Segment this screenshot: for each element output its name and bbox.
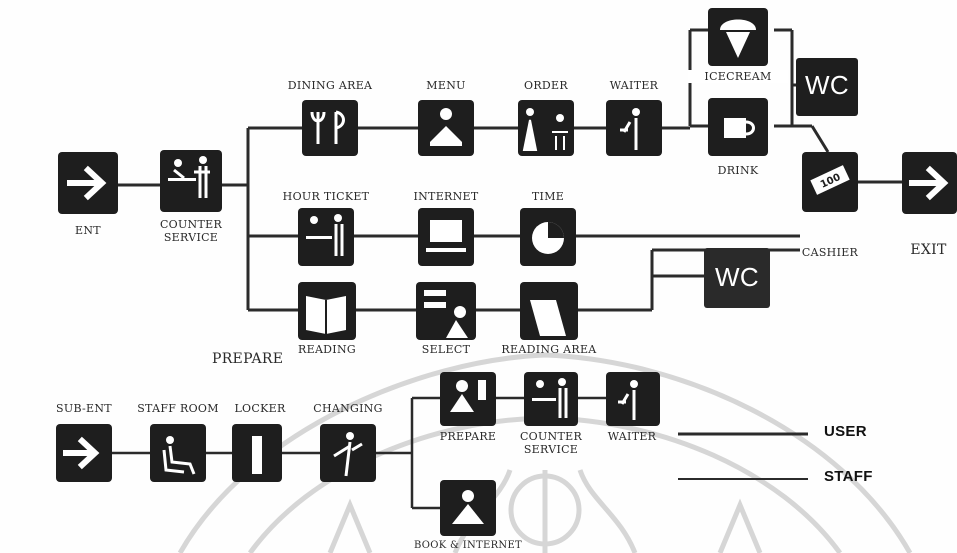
counter-service-label: COUNTER SERVICE <box>159 218 223 244</box>
wc-label: WC <box>715 262 759 292</box>
prepare-label: PREPARE <box>439 430 497 443</box>
staff-room-icon <box>150 424 206 482</box>
book-icon <box>298 282 356 340</box>
sub-ent-label: SUB-ENT <box>56 402 112 415</box>
prepare-section-title: PREPARE <box>212 351 284 367</box>
icecream-icon <box>708 8 768 66</box>
reading-area-label: READING AREA <box>501 343 597 356</box>
hour-ticket-icon <box>298 208 354 266</box>
waiter-label: WAITER <box>609 79 659 92</box>
ent-label: ENT <box>75 224 101 237</box>
waiter-icon <box>606 372 660 426</box>
reading-area-icon <box>520 282 578 340</box>
waiter-icon <box>606 100 662 156</box>
drink-icon <box>708 98 768 156</box>
staff-room-label: STAFF ROOM <box>137 402 219 415</box>
counter-service-icon <box>160 150 222 212</box>
waiter-label: WAITER <box>607 430 657 443</box>
clock-icon <box>520 208 576 266</box>
cashier-icon: 100 <box>802 152 858 212</box>
order-icon <box>518 100 574 156</box>
locker-icon <box>232 424 282 482</box>
select-label: SELECT <box>421 343 471 356</box>
staff-flow-lines <box>112 396 606 510</box>
user-flow-lines <box>118 28 902 312</box>
reading-label: READING <box>298 343 356 356</box>
exit-arrow-icon <box>902 152 957 214</box>
changing-label: CHANGING <box>313 402 383 415</box>
legend-staff-label: STAFF <box>824 468 873 485</box>
wc-icon <box>796 58 858 116</box>
menu-label: MENU <box>426 79 466 92</box>
wc-icon <box>704 248 770 308</box>
book-internet-icon <box>440 480 496 536</box>
time-label: TIME <box>531 190 565 203</box>
locker-label: LOCKER <box>234 402 286 415</box>
exit-label: EXIT <box>910 242 947 258</box>
hour-ticket-label: HOUR TICKET <box>282 190 370 203</box>
computer-icon <box>418 208 474 266</box>
chef-prepare-icon <box>440 372 496 426</box>
legend-user-label: USER <box>824 423 867 440</box>
order-label: ORDER <box>524 79 568 92</box>
counter-service-icon <box>524 372 578 426</box>
dining-area-label: DINING AREA <box>287 79 373 92</box>
internet-label: INTERNET <box>413 190 479 203</box>
cashier-label: CASHIER <box>801 246 859 259</box>
dining-icon <box>302 100 358 156</box>
counter-service-label: COUNTER SERVICE <box>519 430 583 456</box>
wc-label: WC <box>805 70 849 100</box>
changing-icon <box>320 424 376 482</box>
enter-arrow-icon <box>58 152 118 214</box>
book-internet-label: BOOK & INTERNET <box>413 540 523 551</box>
enter-arrow-icon <box>56 424 112 482</box>
drink-label: DRINK <box>717 164 759 177</box>
menu-reader-icon <box>418 100 474 156</box>
bookshelf-select-icon <box>416 282 476 340</box>
icecream-label: ICECREAM <box>688 70 788 83</box>
